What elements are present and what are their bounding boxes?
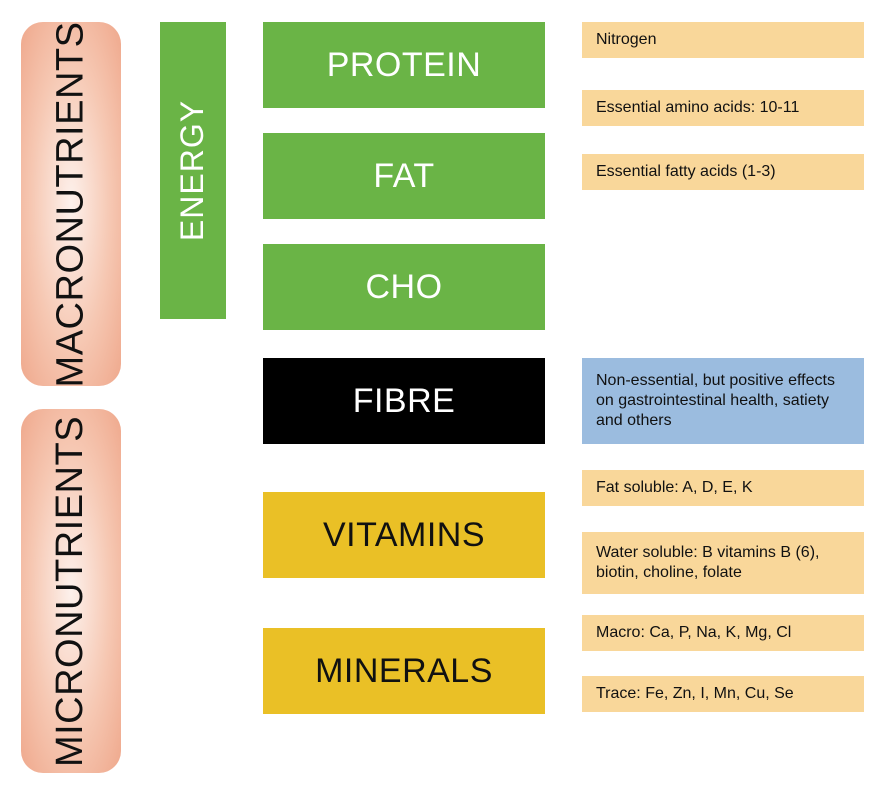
note-trace-minerals-text: Trace: Fe, Zn, I, Mn, Cu, Se	[596, 685, 794, 702]
note-fibre: Non-essential, but positive effects on g…	[582, 358, 864, 444]
vitamins-box: VITAMINS	[263, 492, 545, 578]
note-amino-acids: Essential amino acids: 10-11	[582, 90, 864, 126]
macronutrients-label: MACRONUTRIENTS	[49, 21, 92, 387]
energy-bar: ENERGY	[160, 22, 226, 319]
energy-label: ENERGY	[174, 99, 211, 242]
minerals-box: MINERALS	[263, 628, 545, 714]
fat-box: FAT	[263, 133, 545, 219]
note-nitrogen: Nitrogen	[582, 22, 864, 58]
fibre-label: FIBRE	[352, 381, 456, 420]
fat-label: FAT	[373, 156, 435, 195]
note-fatty-acids-text: Essential fatty acids (1-3)	[596, 163, 776, 180]
micronutrients-pill: MICRONUTRIENTS	[21, 409, 121, 773]
note-fat-soluble: Fat soluble: A, D, E, K	[582, 470, 864, 506]
note-water-soluble-text: Water soluble: B vitamins B (6), biotin,…	[596, 544, 820, 581]
note-nitrogen-text: Nitrogen	[596, 31, 657, 48]
note-macro-minerals-text: Macro: Ca, P, Na, K, Mg, Cl	[596, 624, 792, 641]
vitamins-label: VITAMINS	[322, 515, 486, 554]
minerals-label: MINERALS	[315, 651, 493, 690]
note-fat-soluble-text: Fat soluble: A, D, E, K	[596, 479, 753, 496]
note-macro-minerals: Macro: Ca, P, Na, K, Mg, Cl	[582, 615, 864, 651]
note-amino-acids-text: Essential amino acids: 10-11	[596, 99, 800, 116]
cho-label: CHO	[365, 267, 443, 306]
fibre-box: FIBRE	[263, 358, 545, 444]
micronutrients-label: MICRONUTRIENTS	[49, 415, 92, 767]
note-fatty-acids: Essential fatty acids (1-3)	[582, 154, 864, 190]
macronutrients-pill: MACRONUTRIENTS	[21, 21, 121, 387]
note-water-soluble: Water soluble: B vitamins B (6), biotin,…	[582, 532, 864, 594]
note-fibre-text: Non-essential, but positive effects on g…	[596, 372, 835, 429]
cho-box: CHO	[263, 244, 545, 330]
protein-box: PROTEIN	[263, 22, 545, 108]
note-trace-minerals: Trace: Fe, Zn, I, Mn, Cu, Se	[582, 676, 864, 712]
protein-label: PROTEIN	[326, 45, 482, 84]
